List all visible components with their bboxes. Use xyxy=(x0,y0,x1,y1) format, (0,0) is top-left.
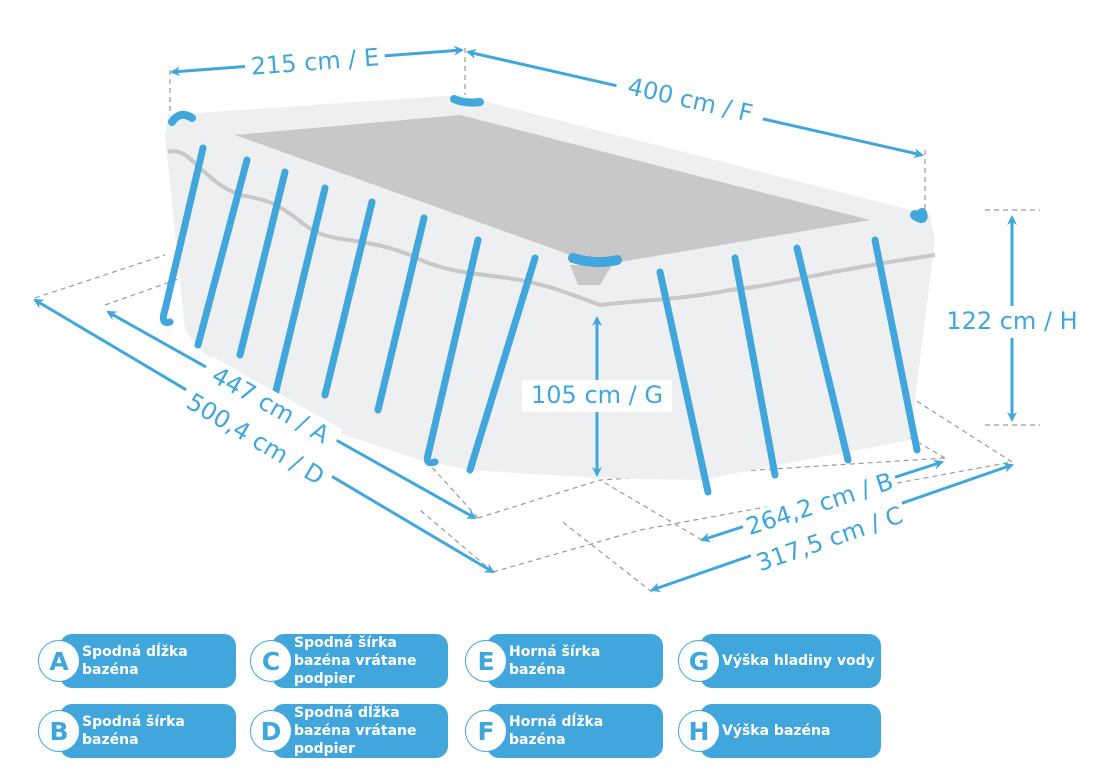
legend-letter: G xyxy=(678,640,720,682)
legend-letter: D xyxy=(250,710,292,752)
legend-text: Horná šírka bazéna xyxy=(509,644,601,678)
label-E: 215 cm / E xyxy=(250,43,380,81)
legend-letter: A xyxy=(38,640,80,682)
legend-text: Horná dĺžka bazéna xyxy=(509,714,604,748)
legend-letter: H xyxy=(678,710,720,752)
legend-text: Spodná dĺžka bazéna xyxy=(82,644,188,678)
legend-text: Spodná šírka bazéna xyxy=(82,714,185,748)
label-F: 400 cm / F xyxy=(625,72,755,127)
legend-letter: C xyxy=(250,640,292,682)
legend-letter: F xyxy=(465,710,507,752)
water-surface xyxy=(235,115,870,262)
label-G: 105 cm / G xyxy=(531,381,663,409)
legend-text: Výška hladiny vody xyxy=(722,653,875,669)
label-H: 122 cm / H xyxy=(946,307,1077,335)
pool-illustration: 215 cm / E 400 cm / F 122 cm / H 105 cm … xyxy=(33,43,1078,593)
legend-letter: E xyxy=(465,640,507,682)
legend-letter: B xyxy=(38,710,80,752)
legend-text: Spodná dĺžka bazéna vrátane podpier xyxy=(294,705,417,757)
legend-text: Výška bazéna xyxy=(722,723,831,739)
legend-text: Spodná šírka bazéna vrátane podpier xyxy=(294,635,417,687)
